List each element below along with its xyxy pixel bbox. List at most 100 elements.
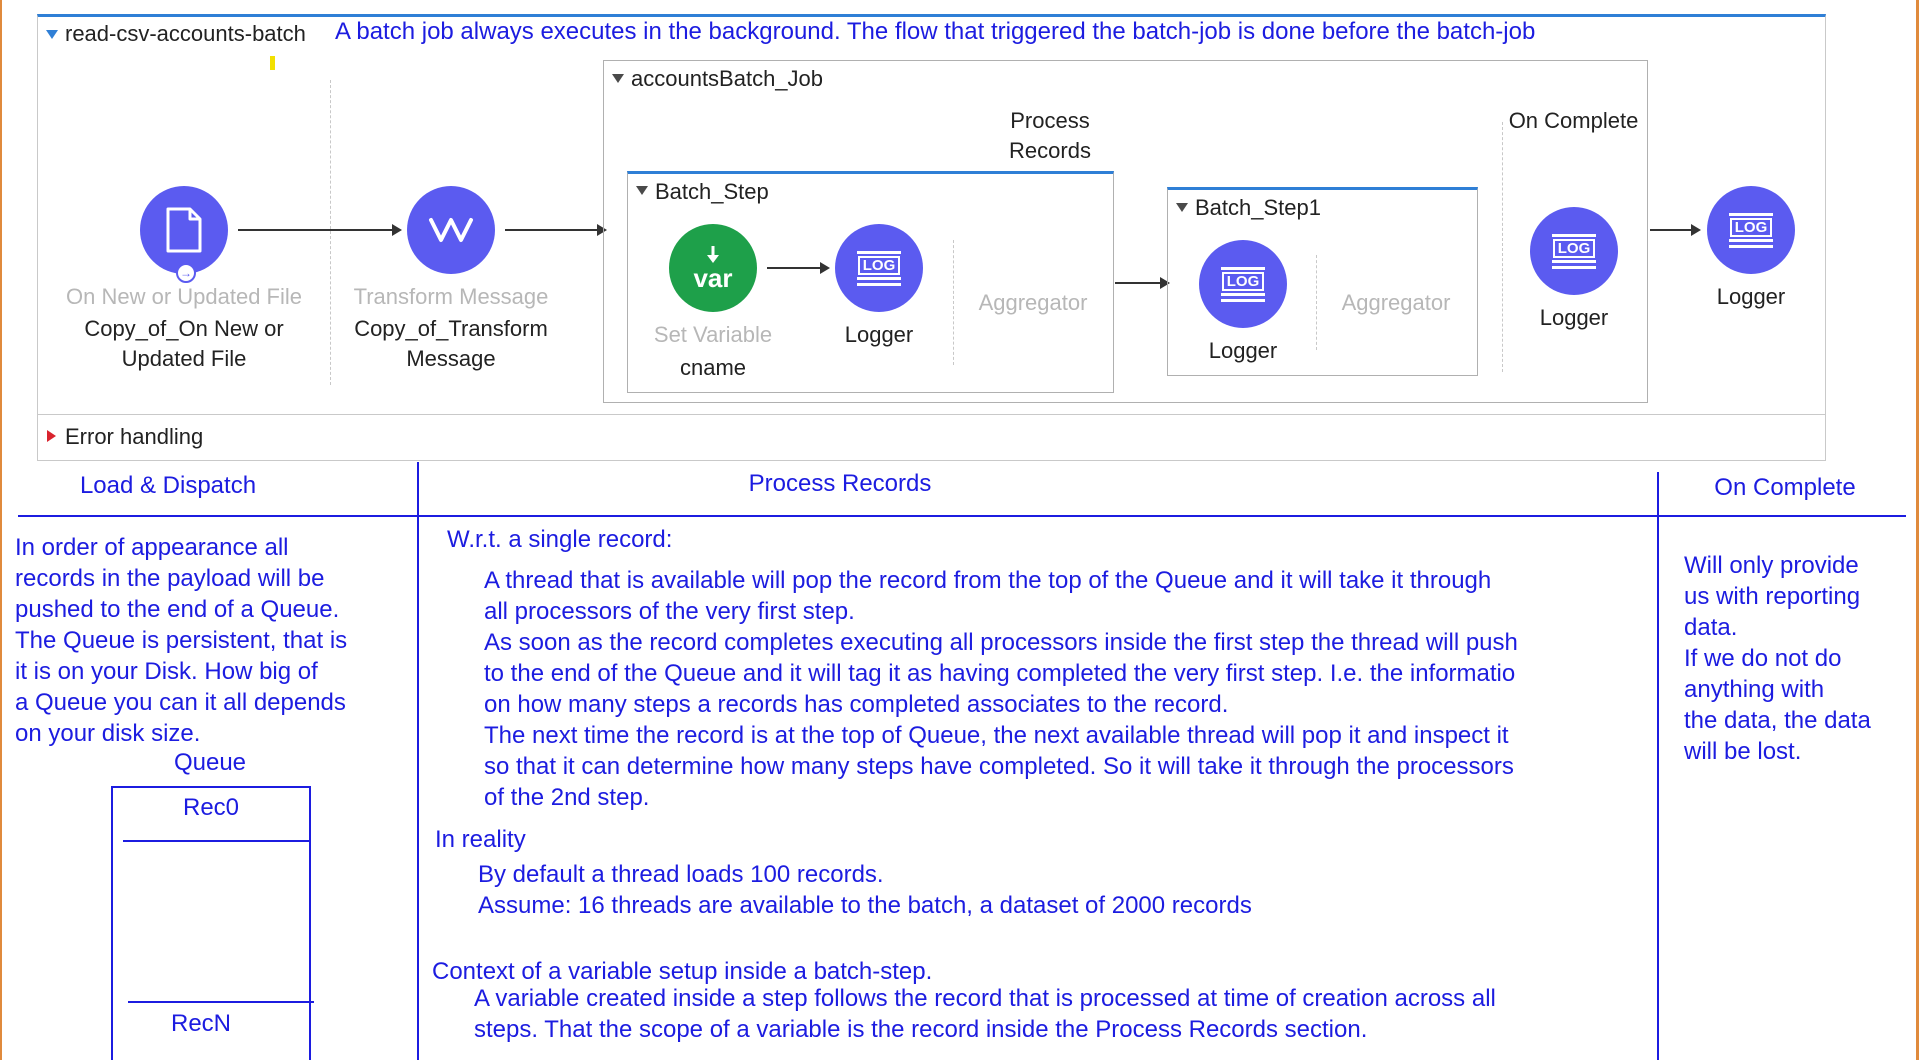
text-line: on how many steps a records has complete… — [484, 691, 1229, 718]
transform-name-line1: Copy_of_Transform — [354, 316, 548, 341]
log-icon: LOG — [1552, 238, 1596, 258]
text-line: it is on your Disk. How big of — [15, 658, 318, 685]
single-record-title: W.r.t. a single record: — [447, 526, 673, 553]
connector-line — [1115, 282, 1165, 284]
arrowhead-icon — [1160, 277, 1170, 289]
error-handling-label[interactable]: Error handling — [65, 424, 204, 449]
text-line: steps. That the scope of a variable is t… — [474, 1016, 1368, 1043]
queue-divider — [128, 1001, 314, 1003]
log-icon: LOG — [1221, 271, 1265, 291]
on-complete-header: On Complete — [1714, 474, 1856, 501]
text-line: A variable created inside a step follows… — [474, 985, 1496, 1012]
process-records-line1: Process — [1010, 108, 1090, 133]
arrowhead-icon — [820, 262, 830, 274]
divider — [37, 414, 1826, 415]
column-divider — [1657, 472, 1659, 1060]
flow-name[interactable]: read-csv-accounts-batch — [65, 21, 306, 46]
text-line: The Queue is persistent, that is — [15, 627, 348, 654]
arrowhead-icon — [597, 224, 607, 236]
batch-job-container[interactable] — [603, 60, 1648, 403]
var-icon: var — [693, 263, 733, 293]
aggregator-label: Aggregator — [978, 290, 1088, 315]
batch-step-name[interactable]: Batch_Step — [655, 179, 769, 204]
on-complete-text: Will only provide us with reporting data… — [1684, 550, 1871, 767]
file-icon — [166, 207, 202, 253]
source-name-line1: Copy_of_On New or — [84, 316, 284, 341]
connector-line — [505, 229, 601, 231]
arrowhead-icon — [392, 224, 402, 236]
process-records-line2: Records — [1009, 138, 1091, 163]
batch-step1-container[interactable] — [1167, 187, 1478, 376]
connector-line — [1650, 229, 1695, 231]
text-line: so that it can determine how many steps … — [484, 753, 1514, 780]
text-line: us with reporting — [1684, 583, 1861, 610]
logger-component[interactable]: LOG — [1530, 207, 1618, 295]
header-divider — [18, 515, 1906, 517]
divider — [1316, 255, 1317, 350]
connector-line — [767, 267, 825, 269]
in-reality-title: In reality — [435, 826, 526, 853]
set-variable-name: cname — [679, 355, 747, 380]
variable-context-title: Context of a variable setup inside a bat… — [432, 958, 933, 985]
column-divider — [417, 462, 419, 1060]
text-line: the data, the data — [1684, 707, 1871, 734]
batch-step1-name[interactable]: Batch_Step1 — [1195, 195, 1321, 220]
transform-type-label: Transform Message — [353, 284, 549, 309]
batch-job-name[interactable]: accountsBatch_Job — [631, 66, 824, 91]
set-variable-component[interactable]: var — [669, 224, 757, 312]
text-line: A thread that is available will pop the … — [484, 567, 1492, 594]
text-line: anything with — [1684, 676, 1825, 703]
aggregator-label: Aggregator — [1341, 290, 1451, 315]
arrow-badge-icon: → — [176, 263, 196, 283]
logger-label: Logger — [1716, 284, 1786, 309]
log-icon: LOG — [857, 255, 901, 275]
text-line: on your disk size. — [15, 720, 201, 747]
expand-error-handling-icon[interactable] — [47, 430, 56, 442]
load-dispatch-header: Load & Dispatch — [79, 472, 257, 499]
logger-label: Logger — [1539, 305, 1609, 330]
text-line: of the 2nd step. — [484, 784, 650, 811]
in-reality-text: By default a thread loads 100 records. A… — [478, 859, 1252, 921]
logger-label: Logger — [1208, 338, 1278, 363]
text-line: Assume: 16 threads are available to the … — [478, 892, 1252, 919]
queue-last-record: RecN — [170, 1010, 231, 1037]
text-line: In order of appearance all — [15, 534, 289, 561]
connector-line — [238, 229, 396, 231]
text-cursor-marker — [270, 56, 275, 70]
source-name-line2: Updated File — [121, 346, 247, 371]
text-line: data. — [1684, 614, 1738, 641]
variable-context-text: A variable created inside a step follows… — [474, 983, 1496, 1045]
right-edge-border — [1916, 0, 1919, 1060]
text-line: If we do not do — [1684, 645, 1842, 672]
source-type-label: On New or Updated File — [66, 284, 302, 309]
collapse-batch-icon[interactable] — [612, 74, 624, 83]
text-line: By default a thread loads 100 records. — [478, 861, 884, 888]
text-line: Will only provide — [1684, 552, 1859, 579]
collapse-step-icon[interactable] — [636, 186, 648, 195]
load-dispatch-text: In order of appearance all records in th… — [15, 532, 347, 749]
file-listener-component[interactable] — [140, 186, 228, 274]
text-line: a Queue you can it all depends — [15, 689, 346, 716]
single-record-text: A thread that is available will pop the … — [484, 565, 1518, 813]
logger-component[interactable]: LOG — [835, 224, 923, 312]
queue-label: Queue — [173, 749, 247, 776]
divider — [330, 80, 331, 385]
text-line: records in the payload will be — [15, 565, 325, 592]
process-records-header: Process Records — [748, 470, 932, 497]
batch-step-container[interactable] — [627, 171, 1114, 393]
text-line: pushed to the end of a Queue. — [15, 596, 340, 623]
collapse-flow-icon[interactable] — [46, 30, 58, 39]
transform-message-component[interactable] — [407, 186, 495, 274]
queue-diagram — [111, 786, 311, 1060]
logger-component[interactable]: LOG — [1199, 240, 1287, 328]
collapse-step1-icon[interactable] — [1176, 203, 1188, 212]
down-arrow-icon — [707, 246, 719, 263]
text-line: As soon as the record completes executin… — [484, 629, 1518, 656]
text-line: The next time the record is at the top o… — [484, 722, 1509, 749]
on-complete-label: On Complete — [1508, 108, 1639, 133]
set-variable-type-label: Set Variable — [653, 322, 773, 347]
logger-component[interactable]: LOG — [1707, 186, 1795, 274]
text-line: all processors of the very first step. — [484, 598, 855, 625]
text-line: to the end of the Queue and it will tag … — [484, 660, 1516, 687]
arrowhead-icon — [1691, 224, 1701, 236]
